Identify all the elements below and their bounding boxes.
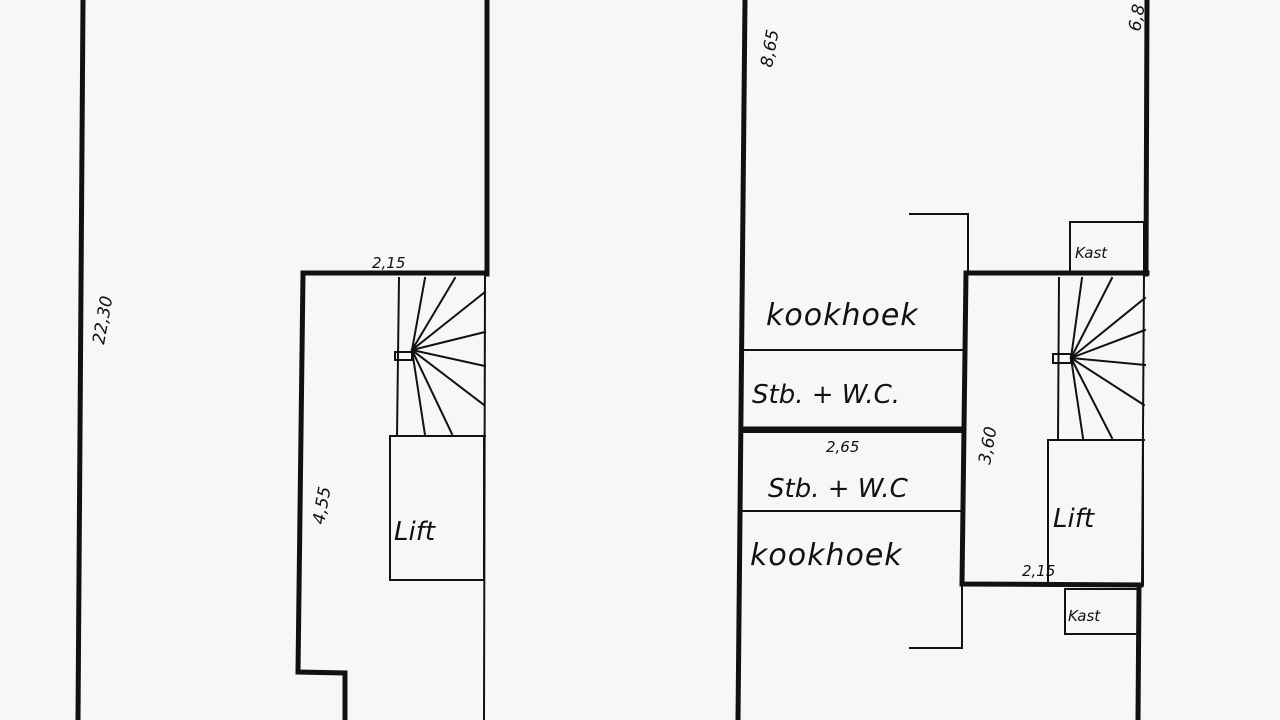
stair-tread [410,348,487,368]
dim-left-right-plan: 8,65 [757,28,783,69]
dim-total-length: 22,30 [89,294,117,345]
stair-tread [1069,356,1146,407]
kast-label-top: Kast [1075,244,1108,262]
dim-middle: 2,65 [826,438,859,456]
kast-box-bottom [1064,588,1139,635]
kast-box-top [1069,221,1145,273]
stair-tread [410,348,486,407]
stair-tread [1069,356,1114,440]
stair-tread [410,290,487,352]
right-stair [1047,276,1147,442]
dim-side-left: 4,55 [309,485,335,526]
left-lift-box [389,435,485,581]
stair-tread [410,330,487,352]
stair-tread [410,276,457,352]
stair-tread [410,348,427,437]
stair-tread [1069,328,1147,360]
dim-right-right-plan: 6,8 [1125,3,1149,33]
stair-tread [1069,296,1147,360]
kookhoek-label-top: kookhoek [766,298,919,333]
stair-tread [1069,356,1085,440]
stair-tread [1069,276,1114,360]
dim-top-width-left: 2,15 [372,254,405,272]
right-kitchen-lines [741,213,969,649]
left-stair [389,276,487,438]
stb-wc-label-bottom: Stb. + W.C [768,474,909,504]
kookhoek-label-bottom: kookhoek [750,538,903,573]
stair-tread [410,276,427,352]
stair-tread [410,348,454,436]
stair-tread [1069,356,1147,367]
stair-tread [1069,276,1084,360]
dim-bottom-width-right: 2,15 [1022,562,1055,580]
kast-label-bottom: Kast [1068,607,1101,625]
right-lift-box [1047,439,1144,586]
stb-wc-label-top: Stb. + W.C. [752,380,900,410]
dim-stair: 3,60 [975,425,1001,466]
lift-label-left: Lift [394,517,436,547]
lift-label-right: Lift [1053,504,1095,534]
